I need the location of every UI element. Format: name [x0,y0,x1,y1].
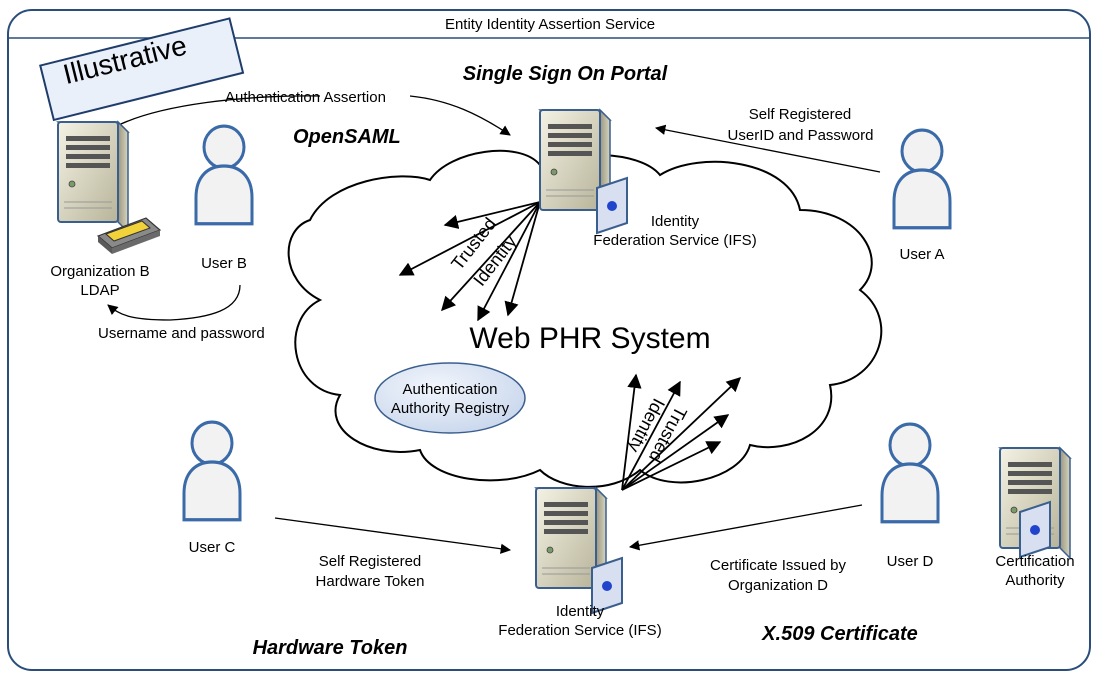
ifs-bottom-line1: Identity [555,603,605,620]
hardware-token-heading: Hardware Token [252,637,408,659]
trusted-arrows-bottom [621,373,742,491]
cert-issued-line2: Organization D [727,577,829,594]
self-reg-userid-line1: Self Registered [748,106,852,123]
user-d-to-ifs-arrow [628,504,863,551]
diagram-title: Entity Identity Assertion Service [444,16,656,33]
user-a-label: User A [899,246,945,263]
org-b-line1: Organization B [50,263,150,280]
cert-authority-line1: Certification [995,553,1075,570]
ifs-top-line1: Identity [650,213,700,230]
web-phr-system-label: Web PHR System [469,322,711,355]
hardware-token-device [96,217,162,254]
registry-label-line1: Authentication [402,381,498,398]
user-b-icon [194,124,254,226]
org-b-ldap-server [57,121,162,254]
certificate-icon-ca [1019,501,1051,558]
user-d-label: User D [886,553,934,570]
user-c-icon [182,420,242,522]
self-reg-token-line2: Hardware Token [315,573,425,590]
illustrative-stamp [39,17,245,122]
user-c-to-ifs-arrow [274,517,512,554]
user-c-label: User C [188,539,236,556]
opensaml-heading: OpenSAML [293,126,401,148]
user-d-icon [880,422,940,524]
sso-portal-heading: Single Sign On Portal [462,63,668,85]
cert-authority-line2: Authority [1005,572,1065,589]
user-a-icon [892,128,952,230]
self-reg-token-line1: Self Registered [318,553,422,570]
connector-lines [94,95,881,554]
org-b-line2: LDAP [80,282,120,299]
x509-heading: X.509 Certificate [762,623,918,645]
username-password-label: Username and password [98,325,265,342]
ifs-bottom-line2: Federation Service (IFS) [498,622,662,639]
user-a-to-portal-arrow [654,124,881,173]
cert-issued-line1: Certificate Issued by [710,557,846,574]
user-b-label: User B [201,255,247,272]
auth-assertion-label: Authentication Assertion [225,89,386,106]
registry-label-line2: Authority Registry [390,400,510,417]
registry-ellipse [374,362,526,434]
username-password-arrow [107,284,241,321]
self-reg-userid-line2: UserID and Password [727,127,874,144]
trusted-arrows-top [398,201,541,322]
ifs-top-line2: Federation Service (IFS) [593,232,757,249]
